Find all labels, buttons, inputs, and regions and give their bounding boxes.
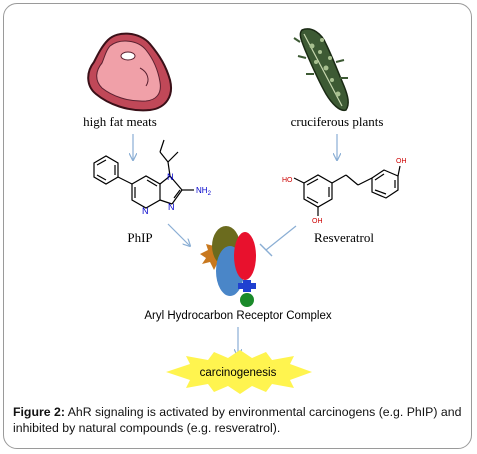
phip-n1-label: N — [167, 172, 174, 182]
outcome-label: carcinogenesis — [200, 367, 277, 379]
cruciferous-leaf-icon — [293, 28, 349, 112]
phip-nh2-label: NH2 — [196, 186, 212, 197]
phip-n3-label: N — [142, 206, 149, 216]
resveratrol-ho-label: HO — [282, 177, 293, 184]
steak-icon — [87, 32, 172, 112]
figure-caption: Figure 2: AhR signaling is activated by … — [13, 404, 465, 436]
resveratrol-inhibition-line — [265, 225, 297, 251]
phip-n2-label: N — [168, 202, 175, 212]
meat-label: high fat meats — [83, 114, 157, 129]
phip-activation-arrow — [167, 223, 190, 246]
resveratrol-oh-label-2: OH — [396, 158, 407, 165]
complex-label: Aryl Hydrocarbon Receptor Complex — [144, 310, 332, 322]
phip-structure — [93, 139, 194, 209]
plants-label: cruciferous plants — [291, 114, 384, 129]
inhibition-bar — [259, 243, 273, 257]
resveratrol-oh-label-1: OH — [312, 218, 323, 225]
resveratrol-label: Resveratrol — [314, 230, 374, 245]
phip-label: PhIP — [127, 230, 152, 245]
caption-text: AhR signaling is activated by environmen… — [13, 405, 462, 435]
ahr-complex-icon — [200, 226, 256, 307]
caption-label: Figure 2: — [13, 405, 65, 419]
carcinogenesis-burst — [166, 350, 312, 394]
resveratrol-structure — [293, 165, 401, 216]
